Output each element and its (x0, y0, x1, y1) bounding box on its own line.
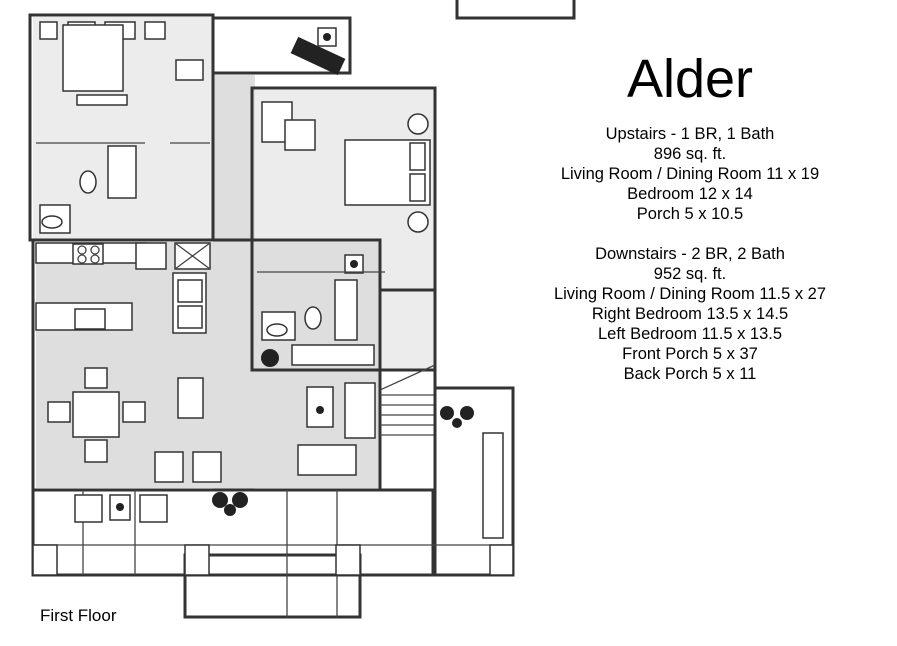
downstairs-area: 952 sq. ft. (653, 265, 727, 283)
dining-table (72, 391, 120, 438)
floor-caption: First Floor (40, 606, 117, 625)
downstairs-room: Right Bedroom 13.5 x 14.5 (591, 305, 789, 323)
upper-structure (455, 0, 576, 20)
downstairs-room: Back Porch 5 x 11 (623, 365, 757, 383)
downstairs-heading: Downstairs - 2 BR, 2 Bath (595, 245, 785, 263)
refrigerator (135, 242, 167, 270)
front-steps (183, 553, 362, 619)
plan-specs: Upstairs - 1 BR, 1 Bath 896 sq. ft. Livi… (520, 124, 860, 384)
bench (290, 36, 346, 76)
back-porch (433, 386, 515, 577)
downstairs-room: Living Room / Dining Room 11.5 x 27 (553, 285, 827, 303)
front-porch (31, 488, 435, 577)
upstairs-heading: Upstairs - 1 BR, 1 Bath (605, 125, 775, 143)
sink (74, 308, 106, 330)
stairs (379, 364, 436, 436)
plan-name: Alder (626, 49, 754, 109)
sofa (297, 444, 357, 476)
bed (62, 24, 124, 92)
upstairs-room: Bedroom 12 x 14 (627, 185, 753, 203)
bathtub (107, 145, 137, 199)
downstairs-room: Left Bedroom 11.5 x 13.5 (597, 325, 783, 343)
upstairs-room: Porch 5 x 10.5 (636, 205, 744, 223)
upstairs-area: 896 sq. ft. (653, 145, 727, 163)
upstairs-room: Living Room / Dining Room 11 x 19 (560, 165, 820, 183)
right-bedroom-walls (250, 86, 437, 372)
stove (72, 243, 104, 265)
downstairs-room: Front Porch 5 x 37 (622, 345, 758, 363)
bathtub (334, 279, 358, 341)
